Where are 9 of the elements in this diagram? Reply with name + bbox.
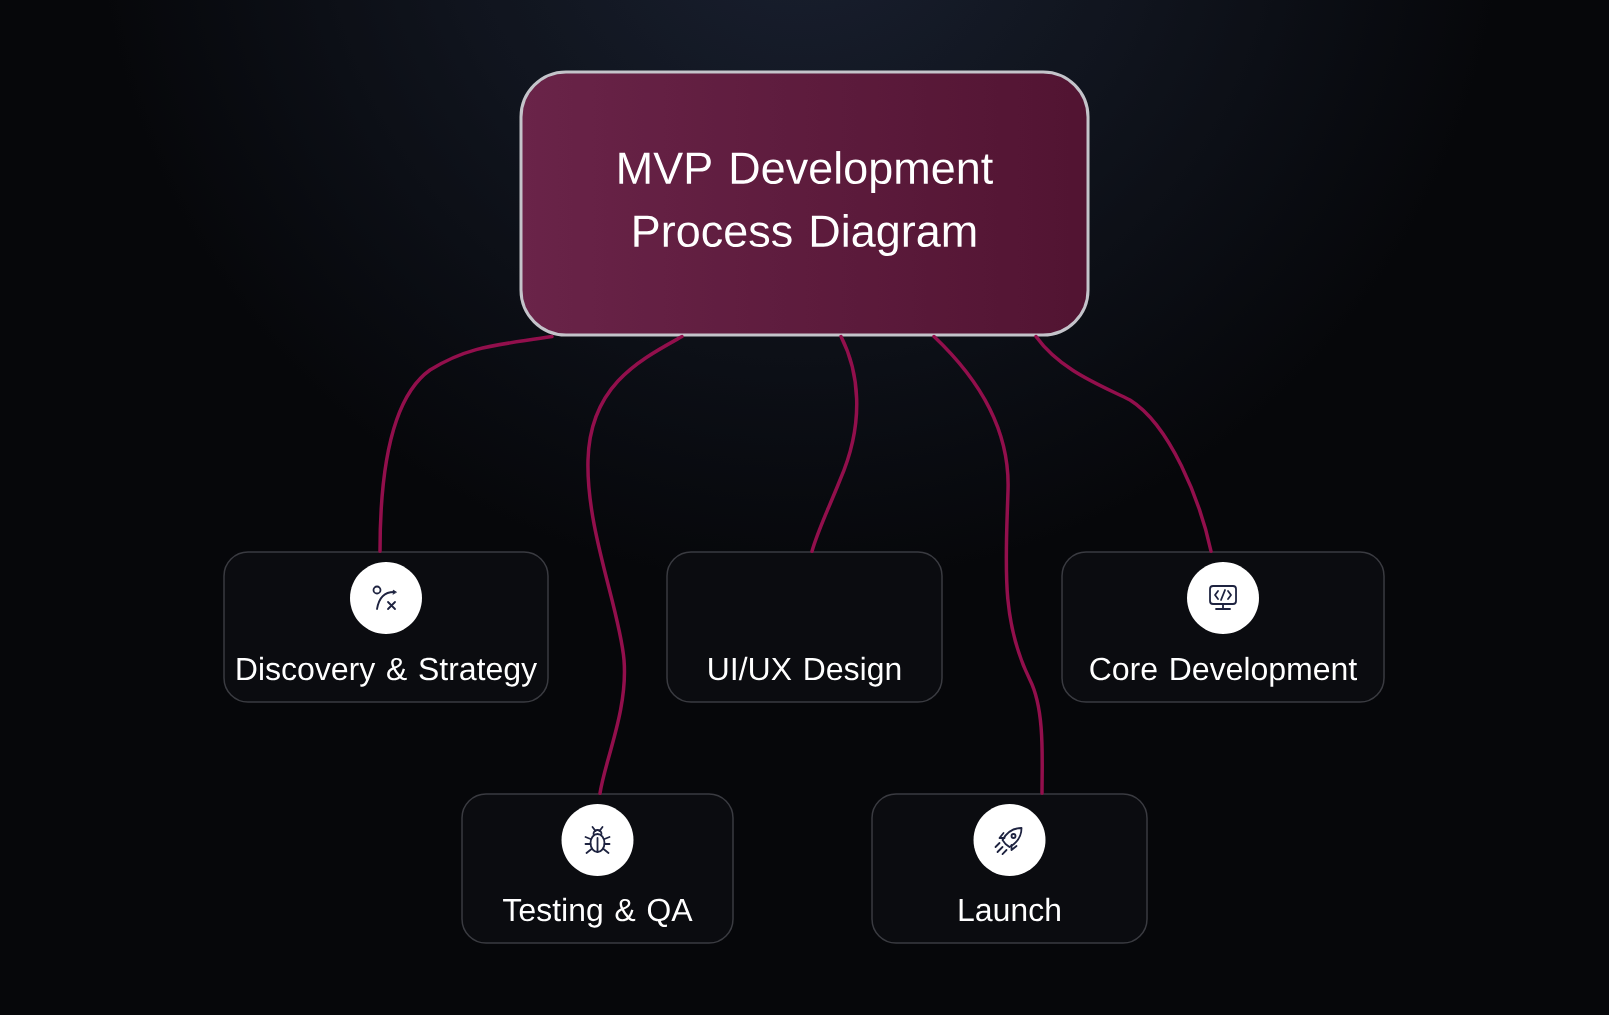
connector-line (810, 334, 859, 553)
connector-line (586, 334, 684, 795)
step-box: UI/UX Design (666, 551, 943, 703)
title-box: MVP Development Process Diagram (519, 70, 1090, 337)
connector-line (1034, 334, 1213, 553)
step-box: Discovery & Strategy (223, 551, 549, 703)
step-box: Core Development (1061, 551, 1385, 703)
connector-line (932, 334, 1044, 795)
connector-line (378, 334, 554, 553)
